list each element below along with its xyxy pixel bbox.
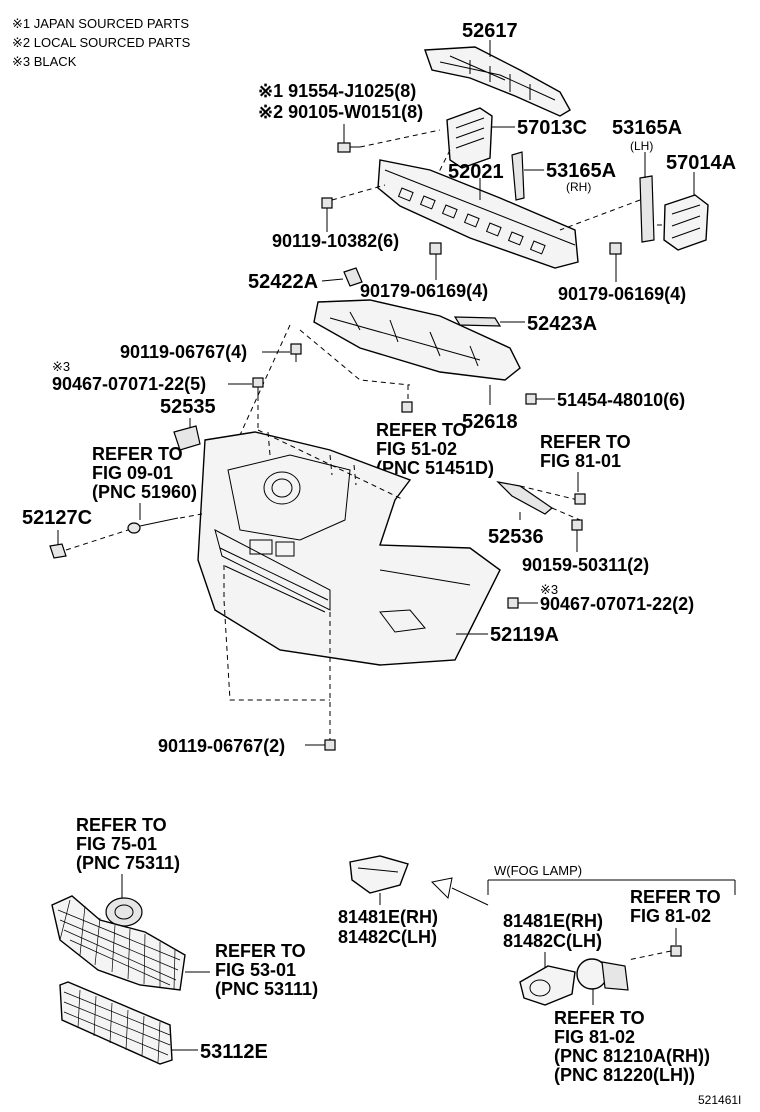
label-52618: 52618 <box>462 411 518 433</box>
label-81481e-b: 81481E(RH) <box>503 911 603 931</box>
ref-fig53-line3: (PNC 53111) <box>215 979 318 999</box>
screw-icon <box>401 401 413 413</box>
label-90119-06767-4: 90119-06767(4) <box>120 342 247 362</box>
label-81482c-a: 81482C(LH) <box>338 927 437 947</box>
label-57014a: 57014A <box>666 152 736 174</box>
ref-fig51-line2: FIG 51-02 <box>376 439 457 459</box>
ref-fig51-line3: (PNC 51451D) <box>376 458 494 478</box>
label-90179-06169-b: 90179-06169(4) <box>558 284 686 304</box>
part-52618-drawing <box>313 299 521 381</box>
label-90467-07071-22-2: 90467-07071-22(2) <box>540 594 694 614</box>
part-57014a-drawing <box>663 194 709 251</box>
part-fog-cover-drawing <box>519 965 576 1006</box>
note-local-sourced: ※2 LOCAL SOURCED PARTS <box>12 35 191 50</box>
arrow-icon <box>451 887 489 906</box>
diagram-id: 521461I <box>698 1093 741 1107</box>
note-black: ※3 BLACK <box>12 54 77 69</box>
label-81482c-b: 81482C(LH) <box>503 931 602 951</box>
part-52127c-drawing <box>49 543 67 559</box>
ref-fig81c-line2: FIG 81-02 <box>554 1027 635 1047</box>
ref-fig09-line1: REFER TO <box>92 444 183 464</box>
label-52127c: 52127C <box>22 507 92 529</box>
part-53165a-lh-drawing <box>639 175 655 243</box>
part-57013c-drawing <box>446 107 493 169</box>
label-57013c: 57013C <box>517 117 587 139</box>
label-53165a-lh: 53165A <box>612 117 682 139</box>
note-japan-sourced: ※1 JAPAN SOURCED PARTS <box>12 16 189 31</box>
nut-icon <box>429 242 442 255</box>
label-52423a: 52423A <box>527 313 597 335</box>
arrow-head-icon <box>430 877 453 900</box>
label-rh: (RH) <box>566 180 591 194</box>
ref-fig53-line1: REFER TO <box>215 941 306 961</box>
label-52536: 52536 <box>488 526 544 548</box>
ref-fig09-line3: (PNC 51960) <box>92 482 197 502</box>
part-52119a-drawing <box>197 431 501 666</box>
label-lh: (LH) <box>630 139 653 153</box>
ref-fig75-line2: FIG 75-01 <box>76 834 157 854</box>
label-51454-48010: 51454-48010(6) <box>557 390 685 410</box>
label-90119-10382: 90119-10382(6) <box>272 231 399 251</box>
clip-icon <box>252 377 264 396</box>
bolt-icon <box>321 197 333 220</box>
label-52021: 52021 <box>448 161 504 183</box>
part-52422a-drawing <box>343 267 363 287</box>
ref-fig75-line1: REFER TO <box>76 815 167 835</box>
label-53112e: 53112E <box>200 1041 268 1063</box>
screw-icon <box>127 517 179 534</box>
label-90119-06767-2: 90119-06767(2) <box>158 736 285 756</box>
part-fog-lamp-drawing <box>576 958 629 991</box>
part-53112e-drawing <box>59 981 173 1065</box>
ref-fig81b-line2: FIG 81-02 <box>630 906 711 926</box>
bolt-icon <box>574 493 586 505</box>
label-81481e-a: 81481E(RH) <box>338 907 438 927</box>
label-90159-50311: 90159-50311(2) <box>522 555 649 575</box>
part-53165a-rh-drawing <box>511 151 525 201</box>
part-52021-drawing <box>377 159 579 269</box>
mark-black-a: ※3 <box>52 359 70 374</box>
bolt-icon <box>337 142 360 153</box>
nut-icon <box>609 242 622 255</box>
label-90105-w0151: ※2 90105-W0151(8) <box>258 102 423 122</box>
label-91554-j1025: ※1 91554-J1025(8) <box>258 81 416 101</box>
ref-fig75-line3: (PNC 75311) <box>76 853 180 873</box>
ref-fig51-line1: REFER TO <box>376 420 467 440</box>
label-90179-06169-a: 90179-06169(4) <box>360 281 488 301</box>
ref-fig81a-line1: REFER TO <box>540 432 631 452</box>
label-52617: 52617 <box>462 20 518 42</box>
ref-fig81c-line3: (PNC 81210A(RH)) <box>554 1046 710 1066</box>
label-52422a: 52422A <box>248 271 318 293</box>
screw-icon <box>670 945 682 957</box>
label-90467-07071-22-5: 90467-07071-22(5) <box>52 374 206 394</box>
part-52536-drawing <box>496 481 553 515</box>
ref-fig53-line2: FIG 53-01 <box>215 960 296 980</box>
part-52535-drawing <box>173 425 201 451</box>
bolt-icon <box>290 343 302 362</box>
part-52617-drawing <box>424 46 571 117</box>
part-52423a-drawing <box>453 316 502 327</box>
ref-fig81c-line1: REFER TO <box>554 1008 645 1028</box>
clip-icon <box>507 597 519 609</box>
label-fog-lamp: W(FOG LAMP) <box>494 863 582 878</box>
emblem-icon <box>105 897 143 927</box>
ref-fig09-line2: FIG 09-01 <box>92 463 173 483</box>
label-53165a-rh: 53165A <box>546 160 616 182</box>
label-52535: 52535 <box>160 396 216 418</box>
label-52119a: 52119A <box>490 624 559 646</box>
bolt-icon <box>324 739 336 751</box>
part-81481e-cover-drawing <box>349 855 409 894</box>
ref-fig81c-line4: (PNC 81220(LH)) <box>554 1065 695 1085</box>
clip-icon <box>525 393 537 405</box>
mark-black-b: ※3 <box>540 582 558 597</box>
part-grille-upper-drawing <box>51 895 186 991</box>
ref-fig81b-line1: REFER TO <box>630 887 721 907</box>
bolt-icon <box>571 519 583 531</box>
ref-fig81a-line2: FIG 81-01 <box>540 451 621 471</box>
